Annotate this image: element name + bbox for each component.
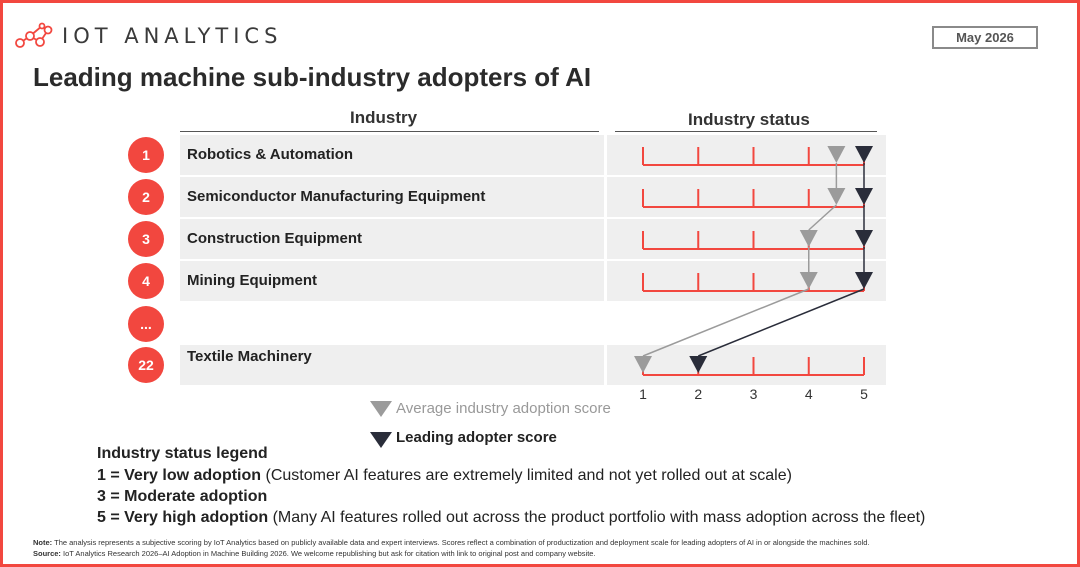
average-score-marker [799, 272, 818, 289]
rank-badge: 22 [128, 347, 164, 383]
leading-score-marker [689, 356, 708, 373]
status-legend-level: 1 = Very low adoption [97, 467, 262, 484]
average-score-marker [634, 356, 652, 373]
status-header-rule [615, 131, 877, 132]
row-status-cell [607, 261, 886, 301]
row-label-cell [180, 345, 604, 385]
legend-leading-marker [370, 432, 392, 448]
legend-leading-label: Leading adopter score [396, 429, 557, 446]
footnote-note: Note: The analysis represents a subjecti… [33, 538, 869, 547]
industry-column-header: Industry [350, 108, 418, 127]
scale-tick-label: 5 [860, 386, 868, 402]
status-legend-desc: (Customer AI features are extremely limi… [261, 467, 792, 484]
scale-tick-label: 2 [694, 386, 702, 402]
industry-header-rule [180, 131, 599, 132]
leading-score-marker [855, 230, 873, 247]
status-legend-title: Industry status legend [97, 445, 268, 462]
brand-logo: IOT ANALYTICS [14, 22, 282, 50]
industry-name: Construction Equipment [187, 230, 362, 247]
average-score-marker [799, 230, 818, 247]
note-label: Note: [33, 538, 53, 547]
legend-average-marker [370, 401, 392, 417]
rank-badge: 2 [128, 179, 164, 215]
page-title: Leading machine sub-industry adopters of… [33, 62, 592, 92]
status-legend-item: 5 = Very high adoption (Many AI features… [97, 509, 925, 527]
leading-score-marker [855, 272, 873, 289]
status-legend-item: 1 = Very low adoption (Customer AI featu… [97, 467, 925, 485]
rank-badge: 1 [128, 137, 164, 173]
row-label-cell [180, 261, 604, 301]
industry-name: Textile Machinery [187, 348, 312, 365]
row-label-cell [180, 177, 604, 217]
status-legend-level: 5 = Very high adoption [97, 509, 269, 526]
network-logo-icon [15, 22, 53, 48]
rank-badge: 3 [128, 221, 164, 257]
leading-score-marker [855, 146, 873, 163]
brand-name: IOT ANALYTICS [62, 24, 283, 48]
scale-tick-label: 3 [750, 386, 758, 402]
status-legend: Industry status legend 1 = Very low adop… [97, 445, 925, 530]
note-text: The analysis represents a subjective sco… [52, 538, 870, 547]
row-label-cell [180, 219, 604, 259]
date-badge: May 2026 [932, 26, 1038, 49]
average-score-marker [827, 146, 846, 163]
source-text: IoT Analytics Research 2026–AI Adoption … [60, 549, 596, 558]
rank-badge: ... [128, 306, 164, 342]
source-label: Source: [33, 549, 61, 558]
leading-connector [697, 288, 865, 357]
scale-tick-label: 4 [805, 386, 813, 402]
row-status-cell [607, 219, 886, 259]
industry-name: Robotics & Automation [187, 146, 354, 163]
average-score-marker [827, 188, 846, 205]
status-legend-level: 3 = Moderate adoption [97, 488, 268, 505]
footnote-source: Source: IoT Analytics Research 2026–AI A… [33, 549, 596, 558]
industry-name: Semiconductor Manufacturing Equipment [187, 188, 486, 205]
rank-badge: 4 [128, 263, 164, 299]
status-legend-item: 3 = Moderate adoption [97, 488, 925, 506]
industry-name: Mining Equipment [187, 272, 317, 289]
scale-tick-label: 1 [639, 386, 647, 402]
row-label-cell [180, 135, 604, 175]
status-column-header: Industry status [688, 110, 810, 129]
average-connector [808, 204, 837, 231]
status-legend-desc: (Many AI features rolled out across the … [268, 509, 926, 526]
average-connector [642, 288, 810, 357]
legend-average-label: Average industry adoption score [396, 400, 611, 417]
leading-score-marker [855, 188, 873, 205]
